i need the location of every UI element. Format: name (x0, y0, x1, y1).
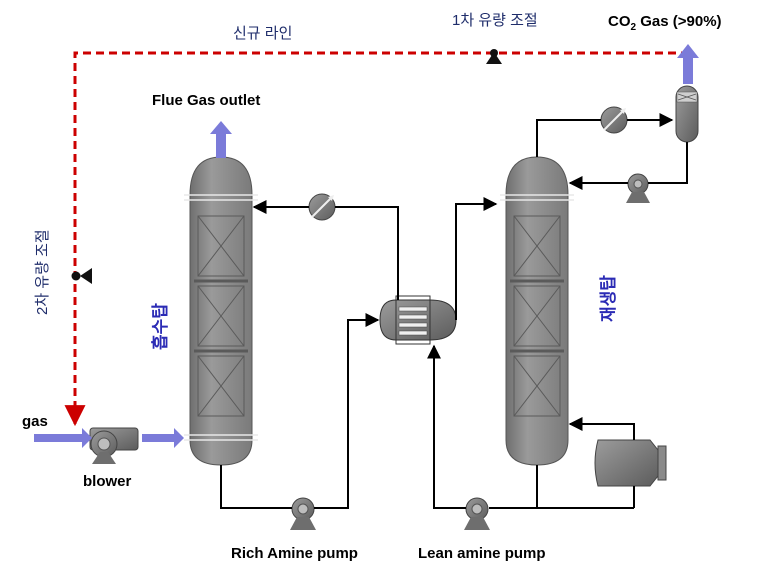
blower-label: blower (83, 473, 132, 490)
flue-gas-outlet-arrow (210, 121, 232, 158)
blower-outlet-arrow (142, 428, 184, 448)
new-line-label: 신규 라인 (233, 25, 292, 42)
blower-icon (89, 427, 139, 464)
reflux-pump-icon (626, 173, 650, 203)
flow-valve-1-icon (486, 49, 502, 64)
overhead-condenser-icon (600, 106, 628, 134)
flow-control-2-label: 2차 유량 조절 (34, 229, 51, 315)
separator-drum-icon (675, 85, 699, 143)
lean-amine-pump-icon (464, 497, 490, 530)
co2-gas-label: CO2 Gas (>90%) (608, 13, 722, 33)
absorber-tower (184, 156, 258, 466)
heat-exchanger-icon (379, 295, 457, 345)
reboiler-icon (594, 439, 667, 487)
co2-outlet-arrow (677, 44, 699, 84)
flow-control-1-label: 1차 유량 조절 (452, 12, 538, 29)
lean-amine-pump-label: Lean amine pump (418, 545, 546, 562)
rich-amine-pump-label: Rich Amine pump (231, 545, 358, 562)
absorber-label: 흡수탑 (150, 303, 170, 350)
regenerator-tower (500, 156, 574, 466)
gas-inlet-arrow (34, 428, 92, 448)
regenerator-label: 재생탑 (598, 275, 618, 322)
process-pipes (220, 113, 688, 509)
gas-label: gas (22, 413, 48, 430)
lean-cooler-icon (308, 193, 336, 221)
flue-gas-outlet-label: Flue Gas outlet (152, 92, 260, 109)
flow-valve-2-icon (71, 268, 92, 284)
rich-amine-pump-icon (290, 497, 316, 530)
